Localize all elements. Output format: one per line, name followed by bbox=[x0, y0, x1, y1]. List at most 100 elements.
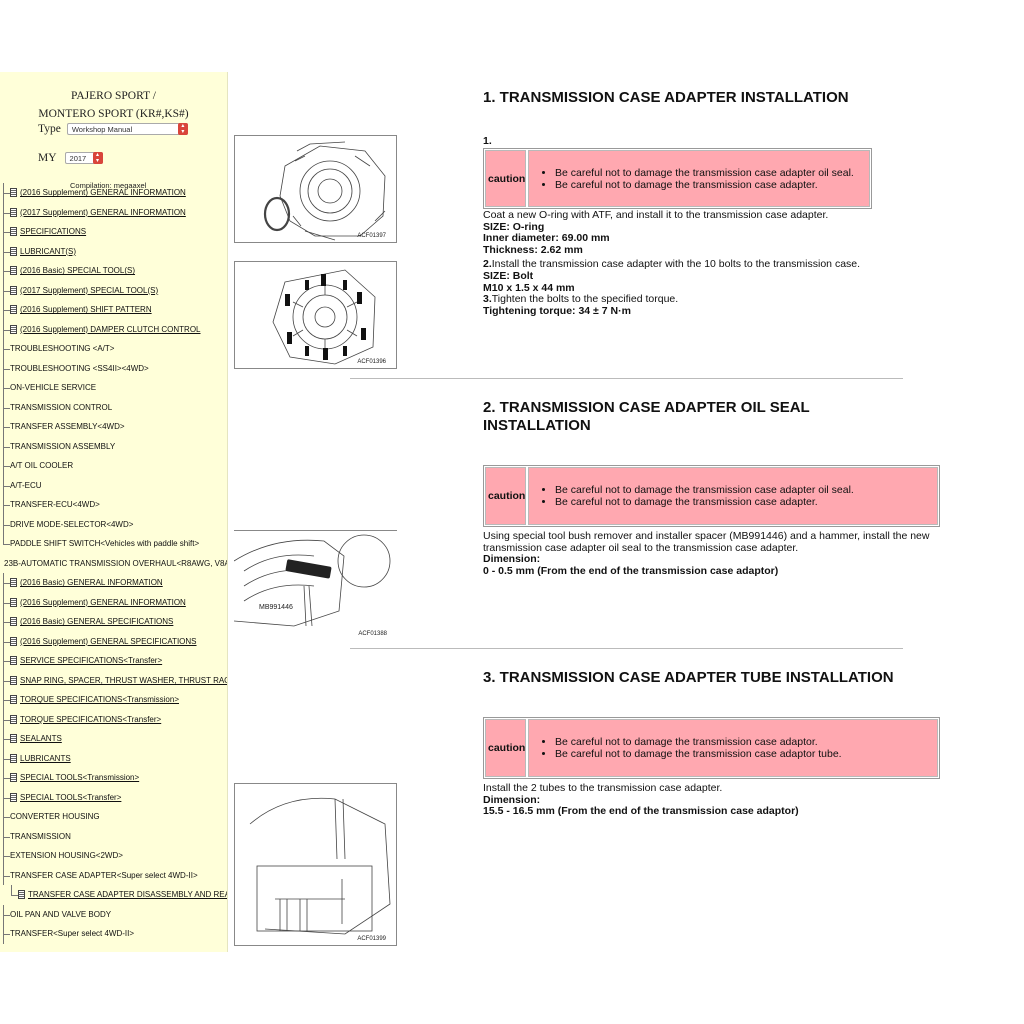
tree-item-label[interactable]: (2016 Supplement) GENERAL INFORMATION bbox=[20, 597, 186, 607]
model-title-line1: PAJERO SPORT / bbox=[71, 90, 156, 102]
tree-item[interactable]: (2016 Supplement) SHIFT PATTERN bbox=[0, 300, 227, 320]
tree-item[interactable]: (2016 Supplement) DAMPER CLUTCH CONTROL bbox=[0, 319, 227, 340]
caution-item: Be careful not to damage the transmissio… bbox=[555, 167, 869, 179]
tree-item[interactable]: TRANSFER-ECU<4WD> bbox=[0, 495, 227, 515]
tree-item[interactable]: A/T OIL COOLER bbox=[0, 456, 227, 476]
tree-item[interactable]: A/T-ECU bbox=[0, 475, 227, 496]
tree-connector bbox=[0, 826, 10, 847]
tree-item[interactable]: TRANSFER<Super select 4WD-II> bbox=[0, 924, 227, 944]
tree-item-label[interactable]: TORQUE SPECIFICATIONS<Transfer> bbox=[20, 714, 162, 724]
tree-connector bbox=[0, 339, 10, 359]
tree-item-label[interactable]: (2016 Supplement) GENERAL SPECIFICATIONS bbox=[20, 636, 197, 646]
dimension-label: Dimension: bbox=[483, 793, 541, 806]
tree-item-label[interactable]: SPECIFICATIONS bbox=[20, 227, 87, 237]
tree-item-label[interactable]: (2016 Supplement) DAMPER CLUTCH CONTROL bbox=[20, 324, 201, 334]
compilation-credit: Compilation: megaaxel bbox=[70, 181, 147, 190]
tree-item[interactable]: SERVICE SPECIFICATIONS<Transfer> bbox=[0, 651, 227, 671]
tree-item-label[interactable]: SPECIAL TOOLS<Transfer> bbox=[20, 792, 122, 802]
figure-bolts: ACF01396 bbox=[234, 261, 397, 369]
section2-instructions: Using special tool bush remover and inst… bbox=[483, 530, 943, 577]
section3-caution-box: caution Be careful not to damage the tra… bbox=[483, 717, 940, 779]
tree-connector bbox=[0, 651, 10, 671]
tree-item[interactable]: TORQUE SPECIFICATIONS<Transmission> bbox=[0, 690, 227, 710]
tree-item[interactable]: DRIVE MODE-SELECTOR<4WD> bbox=[0, 514, 227, 535]
tree-item-label[interactable]: SPECIAL TOOLS<Transmission> bbox=[20, 773, 140, 783]
tree-item-label[interactable]: (2017 Supplement) GENERAL INFORMATION bbox=[20, 207, 186, 217]
document-icon bbox=[10, 617, 17, 627]
tree-connector bbox=[0, 573, 10, 593]
tree-item[interactable]: OIL PAN AND VALVE BODY bbox=[0, 904, 227, 925]
tree-item-label[interactable]: SNAP RING, SPACER, THRUST WASHER, THRUST… bbox=[20, 675, 227, 685]
tree-item[interactable]: (2016 Basic) GENERAL INFORMATION bbox=[0, 573, 227, 593]
tree-item[interactable]: (2016 Basic) GENERAL SPECIFICATIONS bbox=[0, 612, 227, 632]
tree-item-label[interactable]: LUBRICANTS bbox=[20, 753, 71, 763]
tree-item[interactable]: SPECIAL TOOLS<Transfer> bbox=[0, 787, 227, 808]
tree-item[interactable]: (2016 Supplement) GENERAL SPECIFICATIONS bbox=[0, 631, 227, 652]
tree-item[interactable]: PADDLE SHIFT SWITCH<Vehicles with paddle… bbox=[0, 534, 227, 554]
tree-connector bbox=[0, 709, 10, 730]
tree-item[interactable]: CONVERTER HOUSING bbox=[0, 807, 227, 827]
dimension-value: 15.5 - 16.5 mm (From the end of the tran… bbox=[483, 805, 799, 818]
tree-item[interactable]: SPECIFICATIONS bbox=[0, 222, 227, 242]
tree-item[interactable]: (2016 Supplement) GENERAL INFORMATION bbox=[0, 592, 227, 613]
document-icon bbox=[10, 773, 17, 783]
tree-item[interactable]: ON-VEHICLE SERVICE bbox=[0, 378, 227, 398]
tree-connector bbox=[0, 456, 10, 476]
tube-instruction: Install the 2 tubes to the transmission … bbox=[483, 782, 723, 794]
tree-connector bbox=[0, 319, 10, 340]
figure-code: ACF01397 bbox=[357, 233, 386, 239]
tree-item-label[interactable]: TRANSFER CASE ADAPTER DISASSEMBLY AND RE… bbox=[28, 890, 227, 900]
figure-oil-seal: MB991446 ACF01388 bbox=[234, 530, 397, 640]
tree-item[interactable]: SNAP RING, SPACER, THRUST WASHER, THRUST… bbox=[0, 670, 227, 691]
tree-item[interactable]: (2017 Supplement) SPECIAL TOOL(S) bbox=[0, 280, 227, 301]
document-icon bbox=[10, 227, 17, 237]
section2-title-line2: INSTALLATION bbox=[483, 417, 591, 434]
tree-connector bbox=[0, 378, 10, 398]
document-icon bbox=[10, 246, 17, 256]
tree-item[interactable]: 23B-AUTOMATIC TRANSMISSION OVERHAUL<R8AW… bbox=[0, 554, 227, 574]
tree-item[interactable]: TRANSMISSION bbox=[0, 826, 227, 847]
tubes-diagram bbox=[249, 797, 391, 935]
type-select[interactable]: Workshop Manual ▴▾ bbox=[66, 123, 188, 135]
tree-item[interactable]: LUBRICANT(S) bbox=[0, 241, 227, 262]
tree-item[interactable]: (2017 Supplement) GENERAL INFORMATION bbox=[0, 202, 227, 223]
tree-item-label[interactable]: LUBRICANT(S) bbox=[20, 246, 77, 256]
tree-item-label: A/T-ECU bbox=[10, 480, 42, 490]
tree-item[interactable]: (2016 Supplement) GENERAL INFORMATION bbox=[0, 183, 227, 203]
tree-item[interactable]: SEALANTS bbox=[0, 729, 227, 749]
tree-item[interactable]: TRANSFER CASE ADAPTER<Super select 4WD-I… bbox=[0, 865, 227, 886]
tree-item[interactable]: (2016 Basic) SPECIAL TOOL(S) bbox=[0, 261, 227, 281]
tree-item-label[interactable]: (2016 Basic) SPECIAL TOOL(S) bbox=[20, 266, 136, 276]
tree-item-label[interactable]: (2016 Basic) GENERAL SPECIFICATIONS bbox=[20, 617, 174, 627]
figure-code: ACF01399 bbox=[357, 936, 386, 942]
tree-item-label[interactable]: SERVICE SPECIFICATIONS<Transfer> bbox=[20, 656, 163, 666]
tree-item[interactable]: TRANSFER ASSEMBLY<4WD> bbox=[0, 417, 227, 437]
document-icon bbox=[10, 675, 17, 685]
tree-item[interactable]: TRANSMISSION ASSEMBLY bbox=[0, 436, 227, 457]
tree-item-label[interactable]: (2016 Basic) GENERAL INFORMATION bbox=[20, 578, 163, 588]
tree-item[interactable]: EXTENSION HOUSING<2WD> bbox=[0, 846, 227, 866]
my-select[interactable]: 2017 ▴▾ bbox=[64, 152, 103, 164]
tree-item[interactable]: TROUBLESHOOTING <SS4II><4WD> bbox=[0, 358, 227, 379]
tree-item[interactable]: TRANSFER CASE ADAPTER DISASSEMBLY AND RE… bbox=[0, 885, 227, 905]
section2-title: 2. TRANSMISSION CASE ADAPTER OIL SEAL IN… bbox=[483, 399, 810, 435]
o-ring-inner-diameter: Inner diameter: 69.00 mm bbox=[483, 232, 610, 245]
tree-connector bbox=[0, 612, 10, 632]
tree-item[interactable]: TORQUE SPECIFICATIONS<Transfer> bbox=[0, 709, 227, 730]
select-arrows-icon: ▴▾ bbox=[92, 152, 103, 164]
tree-item[interactable]: TRANSMISSION CONTROL bbox=[0, 397, 227, 418]
section2-title-line1: 2. TRANSMISSION CASE ADAPTER OIL SEAL bbox=[483, 399, 810, 416]
tree-item-label[interactable]: (2016 Supplement) GENERAL INFORMATION bbox=[20, 188, 186, 198]
document-icon bbox=[10, 597, 17, 607]
caution-label: caution bbox=[485, 467, 526, 525]
tree-connector bbox=[0, 729, 10, 749]
tree-item-label[interactable]: TORQUE SPECIFICATIONS<Transmission> bbox=[20, 695, 179, 705]
tree-item[interactable]: SPECIAL TOOLS<Transmission> bbox=[0, 768, 227, 788]
tree-item-label[interactable]: (2016 Supplement) SHIFT PATTERN bbox=[20, 305, 152, 315]
tree-item[interactable]: TROUBLESHOOTING <A/T> bbox=[0, 339, 227, 359]
tree-item-label[interactable]: SEALANTS bbox=[20, 734, 62, 744]
tree-item-label[interactable]: (2017 Supplement) SPECIAL TOOL(S) bbox=[20, 285, 159, 295]
tree-item-label: TRANSFER-ECU<4WD> bbox=[10, 500, 100, 510]
tree-item-label: TROUBLESHOOTING <A/T> bbox=[10, 344, 115, 354]
tree-item[interactable]: LUBRICANTS bbox=[0, 748, 227, 769]
